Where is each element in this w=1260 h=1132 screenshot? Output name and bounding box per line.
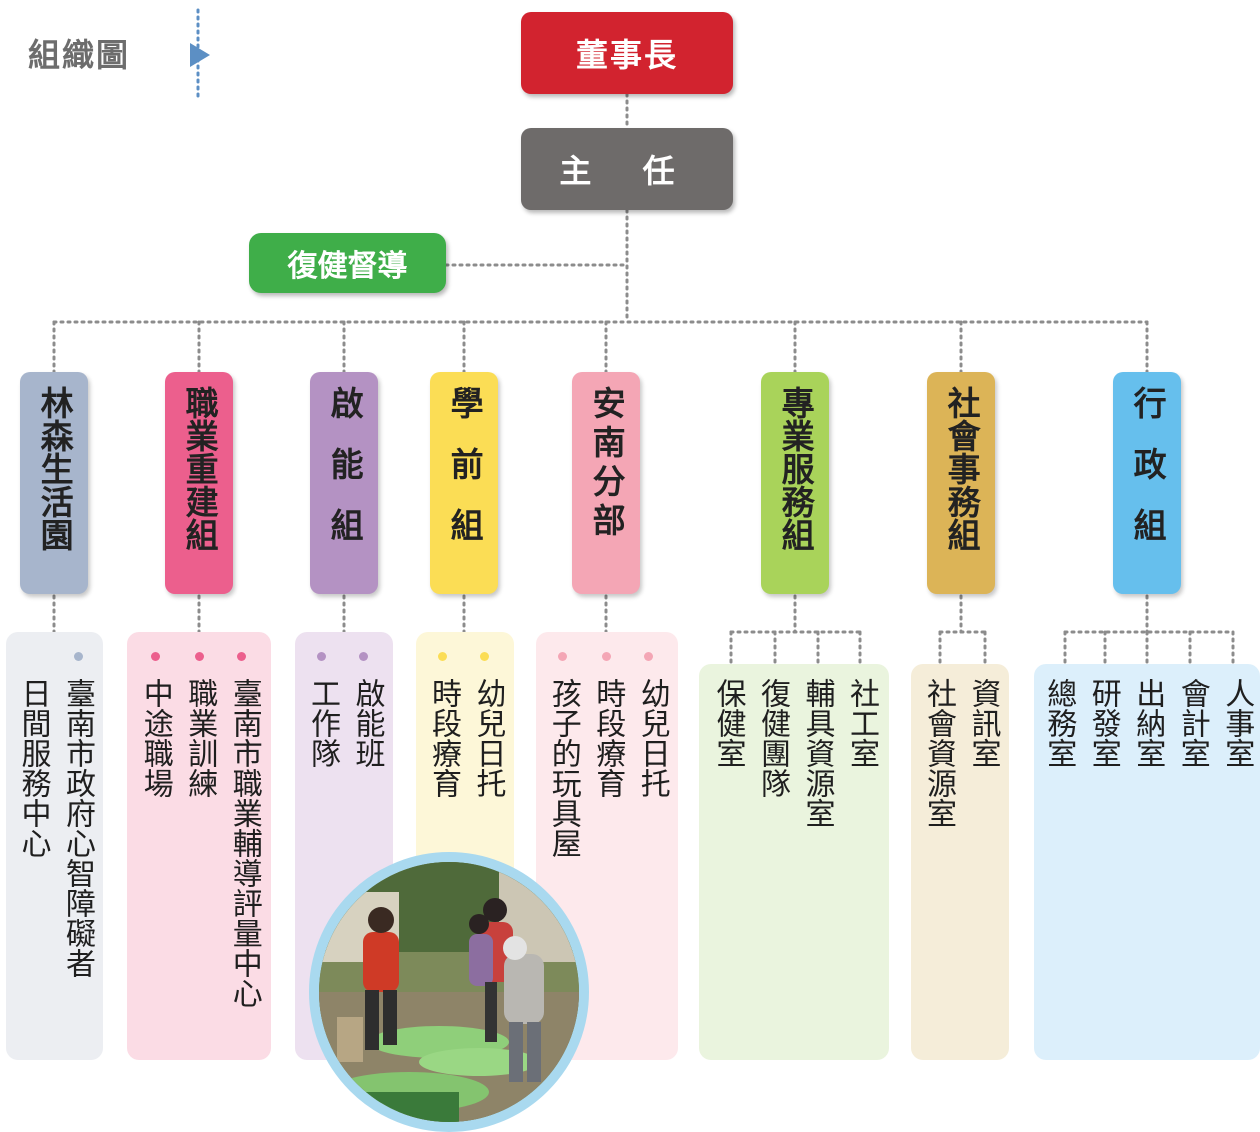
unit-label: 出納室	[1130, 678, 1166, 768]
dept-label: 專業服務組	[776, 386, 816, 551]
bullet-dot	[195, 652, 204, 661]
unit-label: 復健團隊	[755, 678, 790, 798]
director-label: 主 任	[559, 152, 695, 190]
unit-label: 啟能班	[349, 678, 385, 768]
unit-list: 資訊室 社會資源室	[911, 678, 1009, 828]
unit-label: 社會資源室	[921, 678, 956, 828]
unit-list: 人事室 會計室 出納室 研發室 總務室	[1034, 678, 1260, 768]
unit-panel-vocational: 臺南市職業輔導評量中心 職業訓練 中途職場	[127, 632, 271, 1060]
unit-panel-social: 資訊室 社會資源室	[911, 664, 1009, 1060]
unit-label: 輔具資源室	[799, 678, 835, 828]
dept-box-preschool: 學前組	[430, 372, 498, 594]
unit-label: 臺南市政府心智障礙者	[60, 678, 95, 978]
director-box: 主 任	[521, 128, 733, 210]
unit-label: 時段療育	[426, 678, 461, 798]
unit-panel-linsen: 臺南市政府心智障礙者 日間服務中心	[6, 632, 103, 1060]
dept-box-annan: 安南分部	[572, 372, 640, 594]
unit-label: 幼兒日托	[470, 678, 506, 798]
unit-panel-professional: 社工室 輔具資源室 復健團隊 保健室	[699, 664, 889, 1060]
bullet-dot	[237, 652, 246, 661]
page-title: 組織圖	[28, 36, 131, 74]
bullet-dot	[151, 652, 160, 661]
bullet-dot	[480, 652, 489, 661]
unit-label: 工作隊	[305, 678, 340, 768]
unit-list: 社工室 輔具資源室 復健團隊 保健室	[699, 678, 889, 828]
dept-label: 安南分部	[587, 386, 627, 542]
unit-list: 幼兒日托 時段療育	[416, 678, 514, 798]
dept-box-professional: 專業服務組	[761, 372, 829, 594]
chairman-label: 董事長	[575, 36, 678, 74]
unit-label: 總務室	[1041, 678, 1077, 768]
unit-label: 時段療育	[590, 678, 626, 798]
gardening-photo	[309, 852, 589, 1132]
bullet-dot	[317, 652, 326, 661]
unit-list: 臺南市職業輔導評量中心 職業訓練 中途職場	[127, 678, 271, 1008]
unit-label: 會計室	[1174, 678, 1210, 768]
arrow-right-icon	[190, 43, 210, 67]
unit-label: 日間服務中心	[15, 678, 51, 858]
unit-label: 職業訓練	[182, 678, 218, 798]
unit-list: 啟能班 工作隊	[295, 678, 393, 768]
bullet-dot	[438, 652, 447, 661]
unit-label: 臺南市職業輔導評量中心	[226, 678, 262, 1008]
unit-panel-admin: 人事室 會計室 出納室 研發室 總務室	[1034, 664, 1260, 1060]
chairman-box: 董事長	[521, 12, 733, 94]
unit-list: 臺南市政府心智障礙者 日間服務中心	[6, 678, 103, 978]
bullet-dot	[602, 652, 611, 661]
unit-label: 人事室	[1219, 678, 1255, 768]
dept-label: 啟能組	[325, 386, 365, 569]
dept-label: 學前組	[445, 386, 485, 569]
rehab-supervisor-box: 復健督導	[249, 233, 446, 293]
rehab-supervisor-label: 復健督導	[287, 249, 408, 284]
dept-box-qineng: 啟能組	[310, 372, 378, 594]
unit-label: 幼兒日托	[634, 678, 670, 798]
dept-box-vocational: 職業重建組	[165, 372, 233, 594]
unit-label: 研發室	[1085, 678, 1121, 768]
bullet-dot	[644, 652, 653, 661]
unit-label: 社工室	[844, 678, 879, 768]
unit-label: 保健室	[710, 678, 746, 768]
dept-label: 林森生活園	[35, 386, 75, 551]
dept-label: 職業重建組	[180, 386, 220, 551]
dept-label: 社會事務組	[942, 386, 982, 551]
bullet-dot	[558, 652, 567, 661]
unit-list: 幼兒日托 時段療育 孩子的玩具屋	[536, 678, 678, 858]
bullet-dot	[74, 652, 83, 661]
dept-label: 行政組	[1128, 386, 1168, 569]
unit-label: 資訊室	[965, 678, 1001, 768]
dept-box-linsen: 林森生活園	[20, 372, 88, 594]
unit-label: 中途職場	[137, 678, 173, 798]
unit-label: 孩子的玩具屋	[545, 678, 581, 858]
bullet-dot	[359, 652, 368, 661]
dept-box-admin: 行政組	[1113, 372, 1181, 594]
dept-box-social: 社會事務組	[927, 372, 995, 594]
